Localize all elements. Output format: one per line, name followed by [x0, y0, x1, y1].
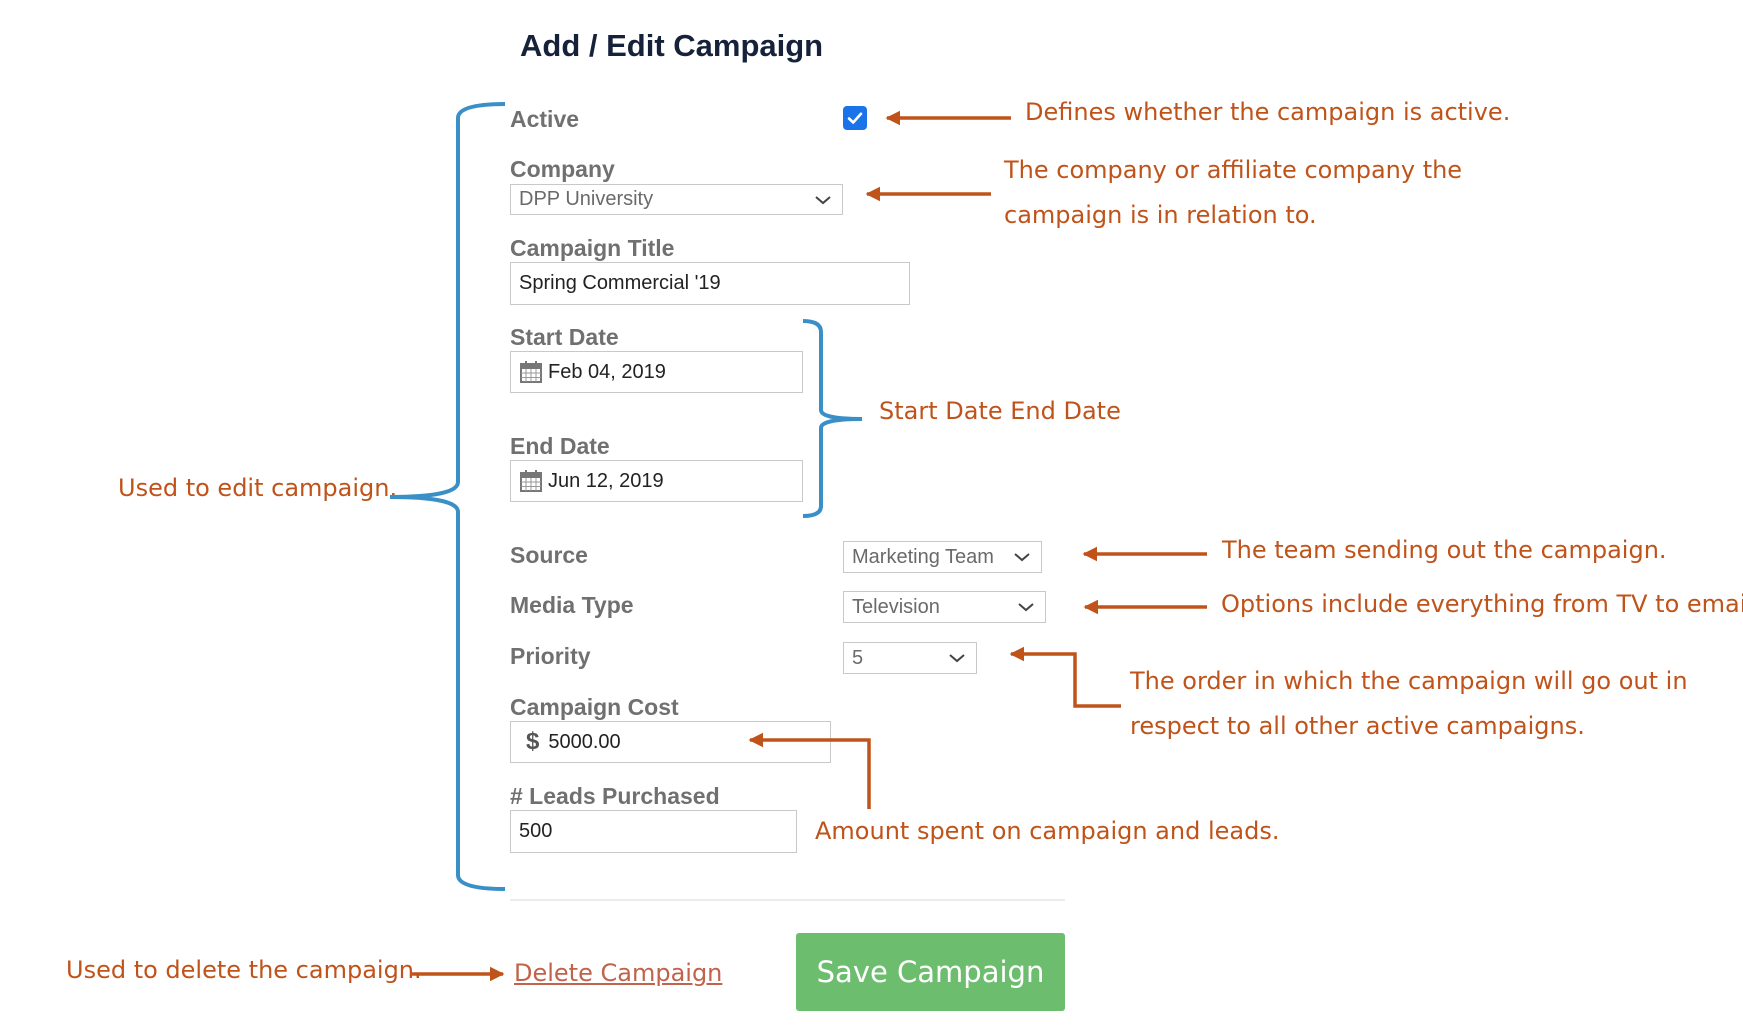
- priority-select-value: 5: [852, 646, 864, 669]
- chevron-down-icon: [1018, 603, 1034, 612]
- media-type-select[interactable]: Television: [843, 591, 1046, 623]
- annotation-priority-line1: The order in which the campaign will go …: [1130, 667, 1688, 695]
- campaign-title-input[interactable]: Spring Commercial '19: [510, 262, 910, 305]
- annotation-source: The team sending out the campaign.: [1222, 536, 1667, 564]
- arrow-cost-leads: [748, 732, 871, 809]
- priority-label: Priority: [510, 643, 591, 669]
- delete-campaign-link[interactable]: Delete Campaign: [514, 959, 723, 987]
- leads-purchased-value: 500: [519, 820, 553, 842]
- annotation-edit: Used to edit campaign.: [118, 474, 398, 502]
- form-divider: [510, 899, 1065, 901]
- campaign-cost-label: Campaign Cost: [510, 694, 679, 720]
- end-date-label: End Date: [510, 433, 610, 459]
- campaign-title-label: Campaign Title: [510, 235, 675, 261]
- active-checkbox[interactable]: [843, 106, 867, 130]
- source-select-value: Marketing Team: [852, 545, 994, 568]
- campaign-cost-input[interactable]: $ 5000.00: [510, 721, 831, 763]
- media-type-select-value: Television: [852, 595, 940, 618]
- dollar-icon: $: [526, 728, 540, 755]
- media-type-label: Media Type: [510, 592, 634, 618]
- save-campaign-button[interactable]: Save Campaign: [796, 933, 1065, 1011]
- annotation-priority-line2: respect to all other active campaigns.: [1130, 712, 1585, 740]
- leads-purchased-label: # Leads Purchased: [510, 783, 720, 809]
- annotation-active: Defines whether the campaign is active.: [1025, 98, 1511, 126]
- chevron-down-icon: [949, 654, 965, 663]
- arrow-priority: [1009, 646, 1121, 708]
- chevron-down-icon: [815, 195, 831, 204]
- calendar-icon: [520, 470, 542, 492]
- company-select[interactable]: DPP University: [510, 184, 843, 215]
- end-date-value: Jun 12, 2019: [548, 469, 664, 492]
- annotation-company-line1: The company or affiliate company the: [1004, 156, 1463, 184]
- dates-bracket: [802, 319, 863, 518]
- priority-select[interactable]: 5: [843, 642, 977, 674]
- start-date-label: Start Date: [510, 324, 619, 350]
- page-title: Add / Edit Campaign: [520, 28, 824, 63]
- start-date-value: Feb 04, 2019: [548, 360, 666, 383]
- calendar-icon: [520, 361, 542, 383]
- start-date-input[interactable]: Feb 04, 2019: [510, 351, 803, 393]
- source-label: Source: [510, 542, 588, 568]
- campaign-cost-value: 5000.00: [548, 730, 621, 753]
- active-label: Active: [510, 106, 580, 132]
- annotation-cost-leads: Amount spent on campaign and leads.: [815, 817, 1280, 845]
- campaign-title-value: Spring Commercial '19: [519, 272, 721, 294]
- chevron-down-icon: [1014, 553, 1030, 562]
- checkmark-icon: [847, 112, 863, 124]
- annotation-media-type: Options include everything from TV to em…: [1221, 590, 1743, 618]
- company-select-value: DPP University: [519, 188, 654, 210]
- edit-bracket: [389, 102, 506, 891]
- annotation-delete: Used to delete the campaign.: [66, 956, 422, 984]
- end-date-input[interactable]: Jun 12, 2019: [510, 460, 803, 502]
- company-label: Company: [510, 156, 615, 182]
- annotation-dates: Start Date End Date: [879, 397, 1121, 425]
- source-select[interactable]: Marketing Team: [843, 541, 1042, 573]
- leads-purchased-input[interactable]: 500: [510, 810, 797, 853]
- annotation-company-line2: campaign is in relation to.: [1004, 201, 1317, 229]
